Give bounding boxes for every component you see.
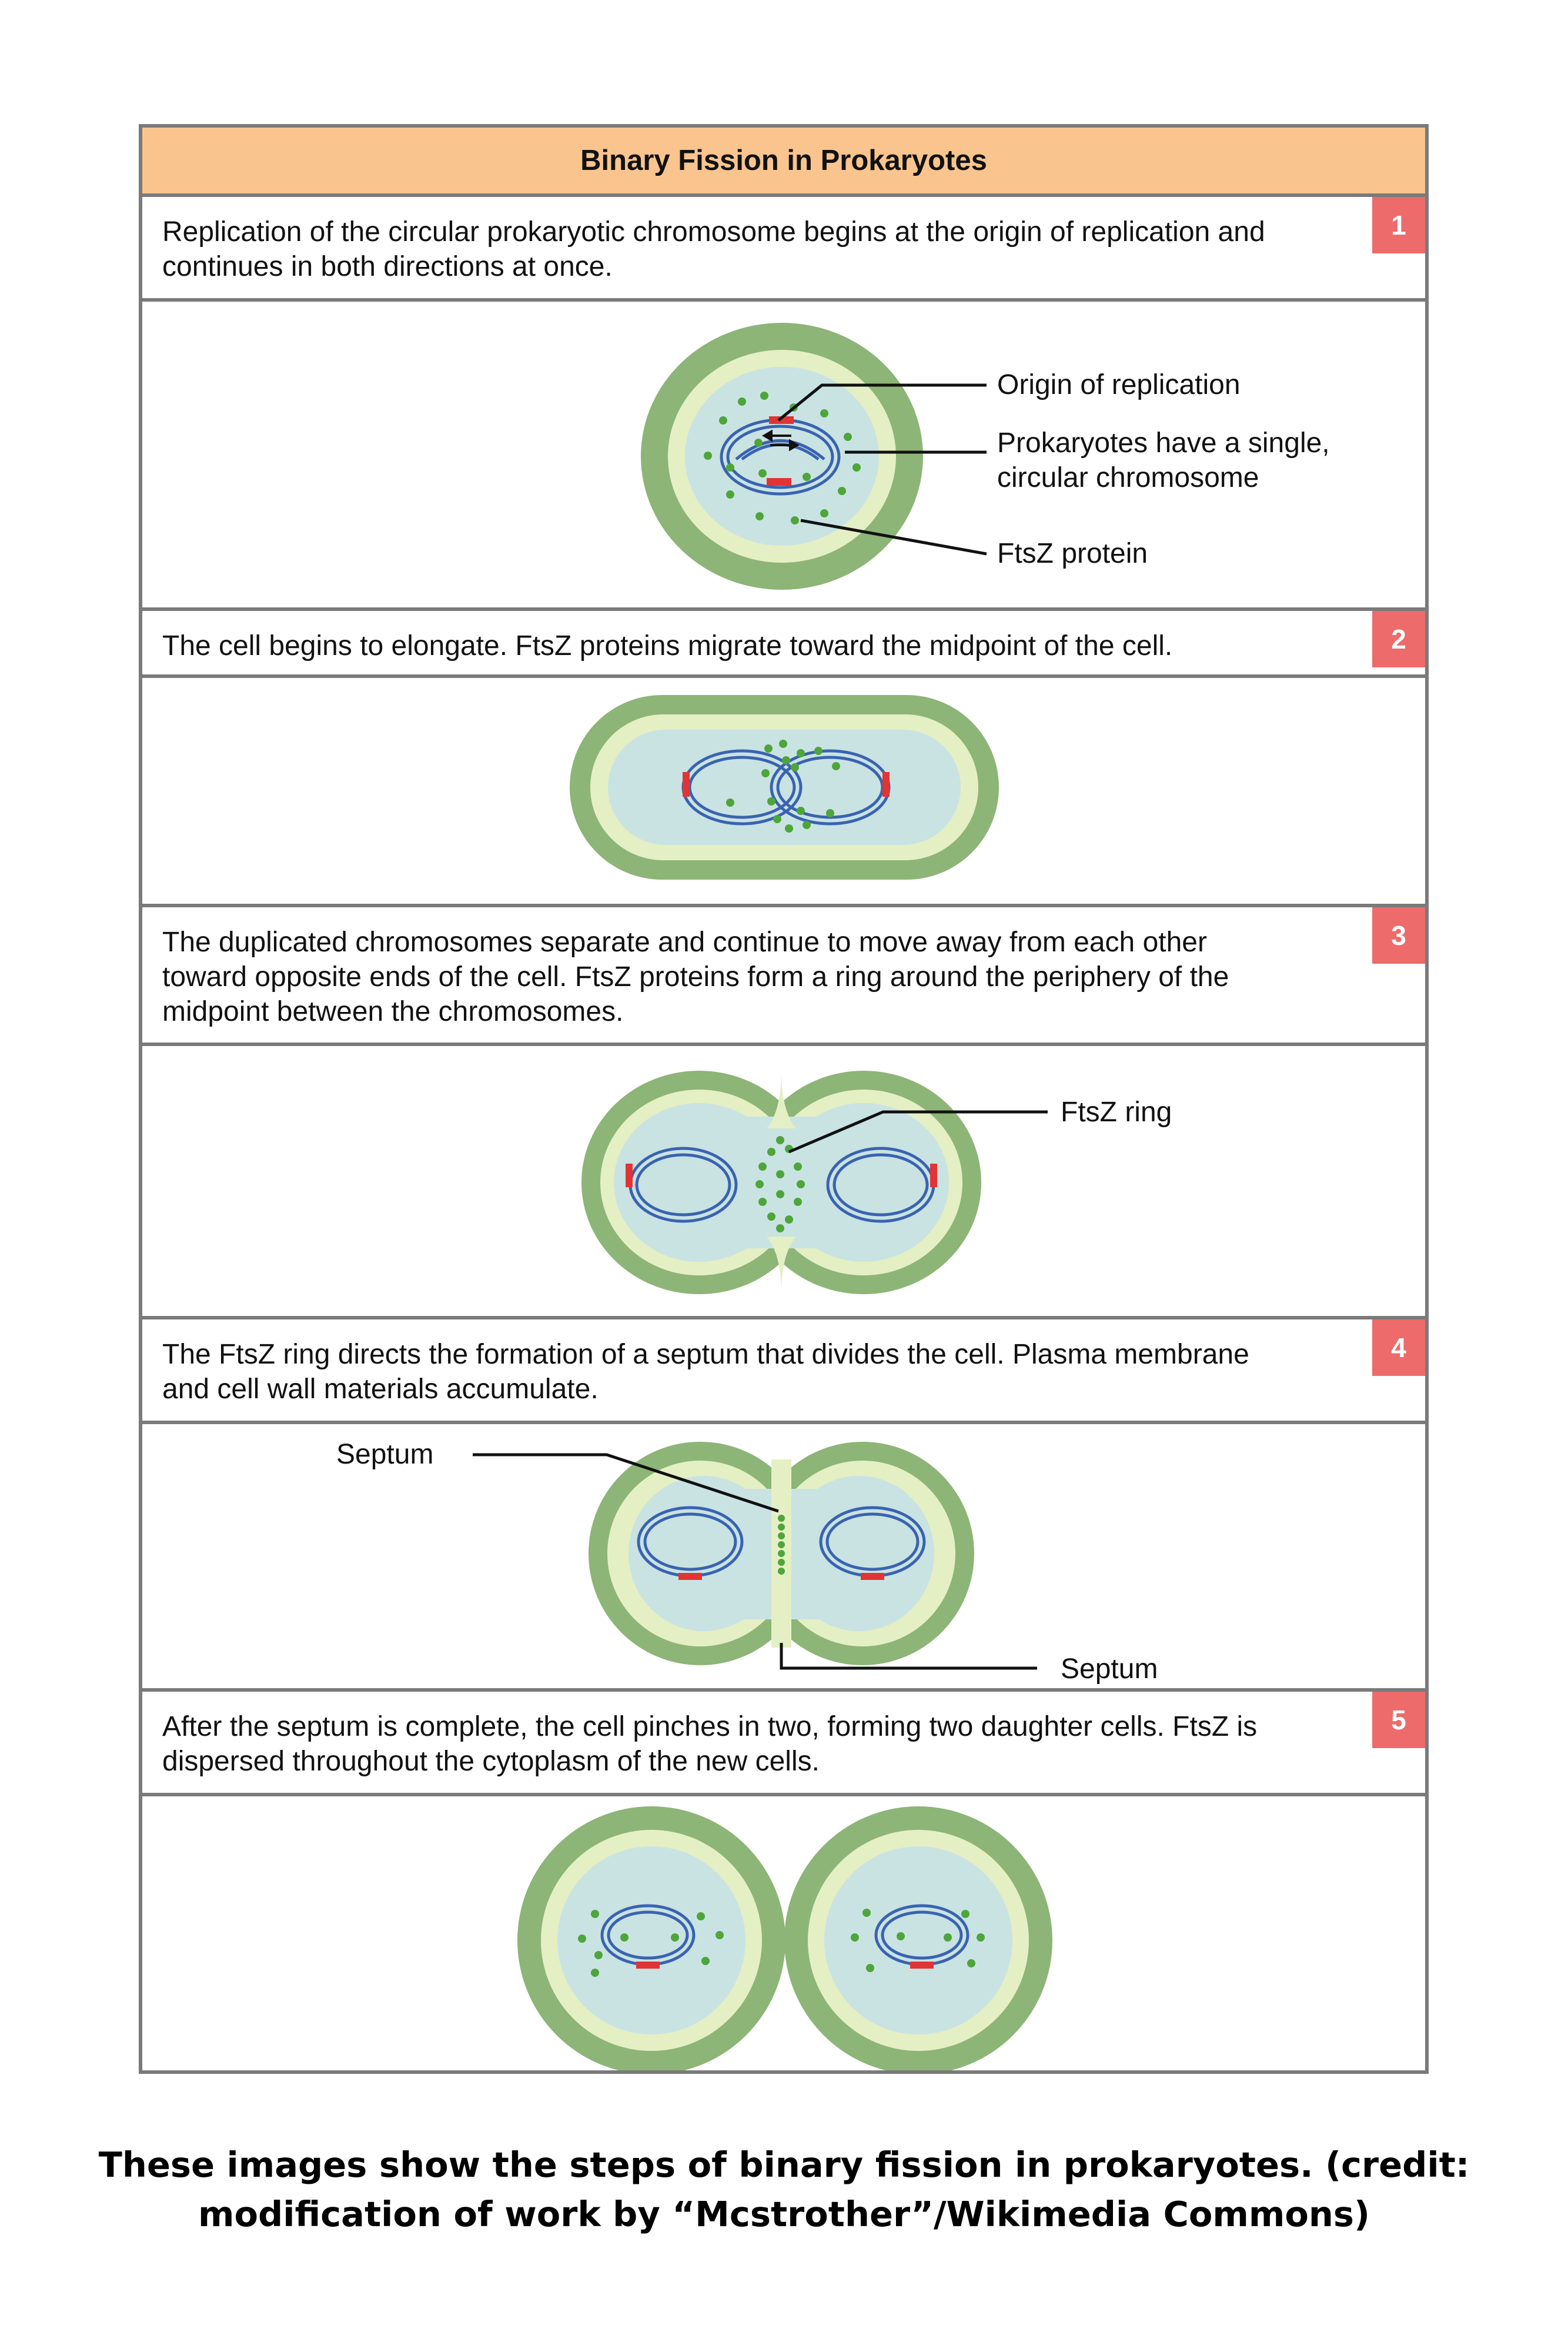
step-5-diagram [517,1806,1052,2070]
step-4-description: The FtsZ ring directs the formation of a… [162,1339,1249,1405]
ftsz-ring-label: FtsZ ring [1061,1097,1172,1128]
constricting-cell [581,1071,981,1294]
step-3-description: The duplicated chromosomes separate and … [162,927,1229,1027]
step-1-panel: Origin of replication Prokaryotes have a… [142,298,1425,607]
title-bar: Binary Fission in Prokaryotes [142,128,1425,193]
ftsz-ring-proteins [755,1136,805,1232]
step-2-text-row: The cell begins to elongate. FtsZ protei… [142,607,1425,674]
step-5-panel [142,1793,1425,2070]
step-1-diagram: Origin of replication Prokaryotes have a… [641,323,1330,590]
step-2-diagram [570,695,999,880]
origin-top [769,416,794,424]
ftsz-protein-label: FtsZ protein [997,538,1148,569]
origin-left [678,1573,702,1580]
origin-bottom [767,478,791,486]
septum-bottom-leader [780,1643,1037,1670]
step-4-text-row: The FtsZ ring directs the formation of a… [142,1316,1425,1421]
septum-bottom-label: Septum [1061,1653,1158,1685]
step-2-badge: 2 [1372,611,1425,667]
caption-line-1: These images show the steps of binary fi… [98,2144,1470,2185]
step-1-badge: 1 [1372,197,1425,253]
step-5-description: After the septum is complete, the cell p… [162,1711,1258,1777]
step-3-badge: 3 [1372,907,1425,964]
ftsz-ring-leader [788,1110,1048,1154]
cytoplasm [685,367,879,546]
origin-left [626,1164,633,1187]
step-1-text-row: Replication of the circular prokaryotic … [142,193,1425,298]
cell-1 [641,323,923,590]
chromosome-label-line2: circular chromosome [997,462,1259,493]
caption-line-2: modification of work by “Mcstrother”/Wik… [198,2194,1370,2234]
leader-lines [777,383,987,556]
replication-arrows [762,429,800,452]
origin-right [930,1164,937,1187]
septum-top-label: Septum [336,1439,433,1470]
ftsz-proteins [726,740,840,833]
daughter-cell-left [517,1806,785,2070]
cytoplasm [608,730,961,845]
origin-right [882,772,890,797]
step-4-diagram: Septum Septum [336,1439,1158,1685]
step-1-description: Replication of the circular prokaryotic … [162,216,1265,282]
origin-left [683,772,690,797]
step-2-description: The cell begins to elongate. FtsZ protei… [162,630,1173,662]
step-3-panel: FtsZ ring [142,1043,1425,1316]
step-3-text-row: The duplicated chromosomes separate and … [142,904,1425,1043]
daughter-cell-right [784,1806,1052,2070]
elongated-cell [570,695,999,880]
step-3-diagram: FtsZ ring [581,1071,1172,1294]
step-5-text-row: After the septum is complete, the cell p… [142,1688,1425,1793]
chromosome-label-line1: Prokaryotes have a single, [997,427,1330,459]
septum-ftsz [778,1515,785,1575]
figure-frame: Binary Fission in Prokaryotes Replicatio… [139,124,1429,2074]
origin-right [861,1573,884,1580]
step-2-panel [142,674,1425,904]
septum-top-leader [473,1453,779,1513]
step-5-badge: 5 [1372,1692,1425,1748]
ftsz-proteins [704,392,861,524]
dividing-cell [589,1442,974,1665]
figure-caption: These images show the steps of binary fi… [0,2140,1568,2239]
origin-label: Origin of replication [997,369,1241,400]
step-4-badge: 4 [1372,1319,1425,1376]
figure-title: Binary Fission in Prokaryotes [580,145,987,176]
step-4-panel: Septum Septum [142,1421,1425,1688]
